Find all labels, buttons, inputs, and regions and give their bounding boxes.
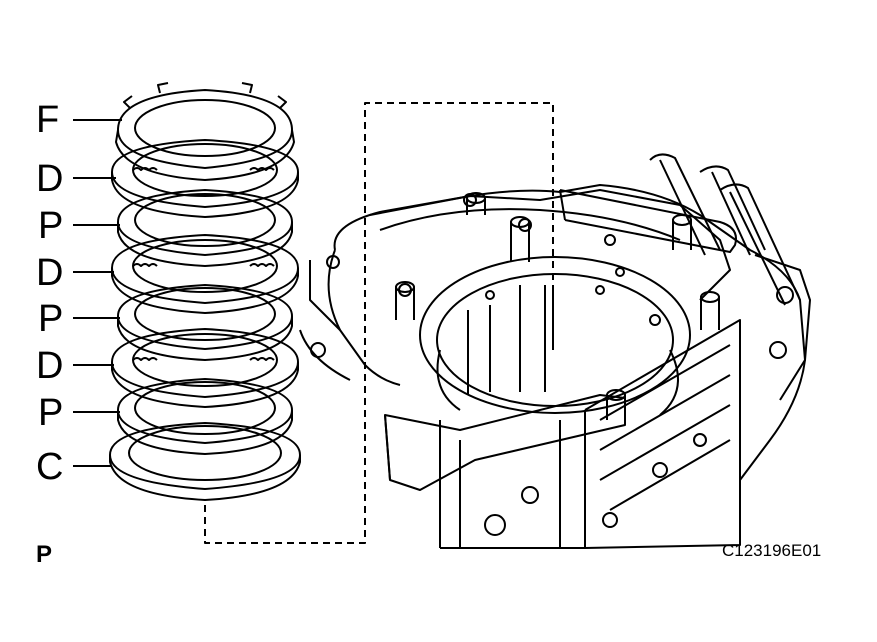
reference-letter: P (36, 541, 53, 568)
leader-lines (73, 119, 122, 467)
cushion-plate (109, 422, 301, 501)
plate-3 (117, 378, 293, 455)
label-disc-3: D (36, 345, 64, 387)
label-plate-1: P (38, 205, 64, 247)
label-plate-2: P (38, 298, 64, 340)
disc-1 (111, 139, 299, 218)
clutch-pack (109, 82, 301, 501)
holding-tool (384, 153, 801, 491)
transmission-case (299, 184, 811, 549)
installation-guide (204, 102, 554, 544)
disc-2 (111, 234, 299, 314)
label-flange: F (36, 99, 60, 141)
label-plate-3: P (38, 392, 64, 434)
label-disc-2: D (36, 252, 64, 294)
label-cushion: C (36, 446, 64, 488)
disc-3 (111, 328, 299, 408)
label-disc-1: D (36, 158, 64, 200)
figure-code: C123196E01 (722, 541, 822, 560)
plate-2 (117, 284, 293, 361)
flange-plate (115, 82, 295, 181)
plate-1 (117, 189, 293, 267)
